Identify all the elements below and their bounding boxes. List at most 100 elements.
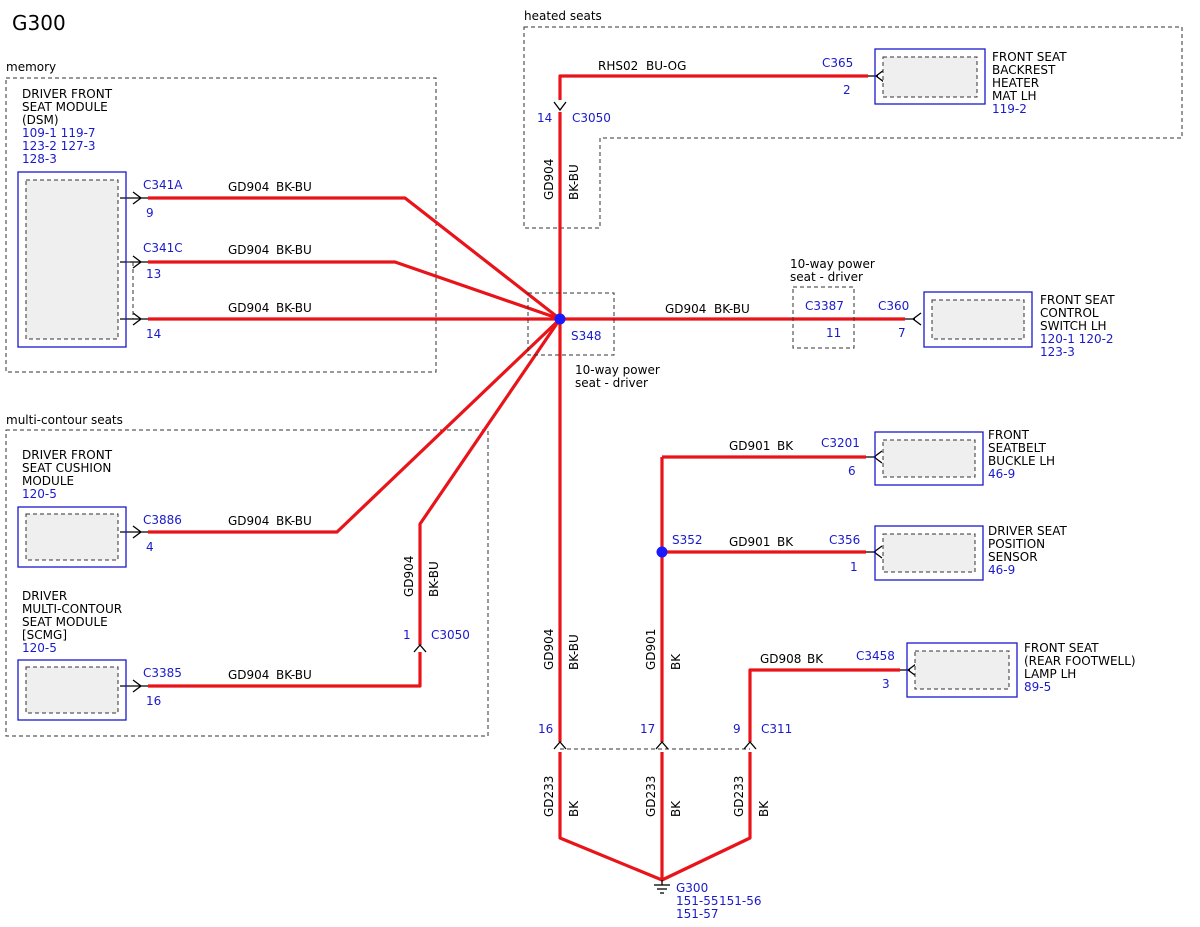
c356-id: C356: [829, 533, 860, 547]
scmg-component: [17, 659, 127, 721]
scmg-label-1: DRIVER: [22, 589, 67, 603]
ground-id: G300: [676, 881, 708, 895]
tenway-bot-line-1: 10-way power: [575, 363, 660, 377]
wire-label-buog: BU-OG: [646, 59, 686, 73]
c311-pin-17: 17: [640, 722, 655, 736]
c341a-id: C341A: [143, 178, 183, 192]
s348-label: S348: [571, 329, 602, 343]
wire-label-gd233: GD233: [644, 776, 658, 817]
s352-splice-dot: [656, 546, 668, 558]
switch-label-1: FRONT SEAT: [1040, 293, 1115, 307]
c3201-pin: 6: [848, 464, 856, 478]
c341c-pin: 13: [146, 267, 161, 281]
dsm-label-3: (DSM): [22, 113, 59, 127]
switch-label-2: CONTROL: [1040, 306, 1099, 320]
wire-label-gd904: GD904: [228, 301, 269, 315]
wire-label-gd904: GD904: [402, 556, 416, 597]
c360-id: C360: [878, 299, 909, 313]
cushion-label-3: MODULE: [22, 474, 74, 488]
c360-pin: 7: [898, 326, 906, 340]
wire-label-bkbu: BK-BU: [276, 668, 312, 682]
scmg-label-2: MULTI-CONTOUR: [22, 602, 122, 616]
wire-label-gd901: GD901: [729, 535, 770, 549]
wire-label-gd904: GD904: [228, 243, 269, 257]
wire-label-bkbu: BK-BU: [276, 301, 312, 315]
switch-ref-2: 123-3: [1040, 345, 1075, 359]
dsm-label-2: SEAT MODULE: [22, 100, 108, 114]
heater-label-2: BACKREST: [992, 63, 1056, 77]
position-label-1: DRIVER SEAT: [988, 524, 1068, 538]
c3050-left-pin: 1: [403, 628, 411, 642]
wire-label-gd233: GD233: [542, 776, 556, 817]
wire-label-rhs02: RHS02: [598, 59, 638, 73]
lamp-ref-1: 89-5: [1024, 680, 1051, 694]
heated-seats-group-box: [523, 26, 1183, 229]
scmg-label-4: [SCMG]: [22, 628, 67, 642]
lamp-label-3: LAMP LH: [1024, 667, 1076, 681]
heater-label-4: MAT LH: [992, 89, 1036, 103]
wire-label-gd908: GD908: [760, 652, 801, 666]
c3050-top-pin: 14: [537, 111, 552, 125]
buckle-label-3: BUCKLE LH: [988, 454, 1055, 468]
c3385-id: C3385: [143, 666, 182, 680]
c356-pin: 1: [850, 560, 858, 574]
wire-label-bkbu: BK-BU: [714, 302, 750, 316]
wire-label-gd233: GD233: [732, 776, 746, 817]
wire-label-gd904: GD904: [228, 180, 269, 194]
heater-component: [874, 48, 986, 105]
wire-label-gd904: GD904: [665, 302, 706, 316]
tenway-top-line-1: 10-way power: [790, 257, 875, 271]
wire-label-bkbu: BK-BU: [276, 180, 312, 194]
memory-group-label: memory: [6, 60, 56, 74]
page-title: G300: [12, 11, 66, 35]
c3886-id: C3886: [143, 513, 182, 527]
wire-label-bk: BK: [757, 800, 771, 817]
c341c-id: C341C: [143, 241, 183, 255]
wire-label-gd901: GD901: [729, 439, 770, 453]
buckle-label-1: FRONT: [988, 428, 1030, 442]
scmg-label-3: SEAT MODULE: [22, 615, 108, 629]
cushion-ref-1: 120-5: [22, 487, 57, 501]
c3458-pin: 3: [882, 677, 890, 691]
wire-label-bkbu: BK-BU: [567, 164, 581, 200]
lamp-label-2: (REAR FOOTWELL): [1024, 654, 1136, 668]
heater-ref-1: 119-2: [992, 102, 1027, 116]
c3050-left-id: C3050: [431, 628, 470, 642]
heated-seats-group-label: heated seats: [524, 9, 602, 23]
c311-pin-16: 16: [538, 722, 553, 736]
buckle-label-2: SEATBELT: [988, 441, 1047, 455]
cushion-component: [17, 506, 127, 568]
c311-id: C311: [761, 722, 792, 736]
heater-label-3: HEATER: [992, 76, 1039, 90]
wire-label-gd901: GD901: [644, 629, 658, 670]
ground-ref-3: 151-57: [676, 907, 719, 921]
pin-arrows: [120, 69, 922, 750]
c3886-pin: 4: [146, 540, 154, 554]
wire-label-bk: BK: [777, 535, 794, 549]
scmg-ref-1: 120-5: [22, 641, 57, 655]
wire-label-bk: BK: [669, 800, 683, 817]
cushion-label-2: SEAT CUSHION: [22, 461, 111, 475]
c311-pin-9: 9: [733, 722, 741, 736]
wire-label-bkbu: BK-BU: [567, 634, 581, 670]
position-label-2: POSITION: [988, 537, 1045, 551]
ground-ref-1: 151-55: [676, 894, 719, 908]
position-component: [874, 525, 984, 581]
multi-contour-group-box: [5, 429, 489, 737]
cushion-label-1: DRIVER FRONT: [22, 448, 113, 462]
wire-label-bk: BK: [567, 800, 581, 817]
c3387-pin: 11: [826, 326, 841, 340]
wire-label-bk: BK: [807, 652, 824, 666]
c365-pin: 2: [843, 83, 851, 97]
ground-ref-2: 151-56: [719, 894, 762, 908]
wire-label-gd904: GD904: [542, 159, 556, 200]
dsm-ref-1: 109-1 119-7: [22, 126, 96, 140]
wire-label-bkbu: BK-BU: [276, 514, 312, 528]
switch-ref-1: 120-1 120-2: [1040, 332, 1114, 346]
c3385-pin: 16: [146, 694, 161, 708]
tenway-bot-line-2: seat - driver: [575, 376, 648, 390]
wire-label-gd904: GD904: [542, 629, 556, 670]
s348-splice-dot: [554, 313, 566, 325]
s352-label: S352: [672, 533, 703, 547]
position-ref-1: 46-9: [988, 563, 1015, 577]
